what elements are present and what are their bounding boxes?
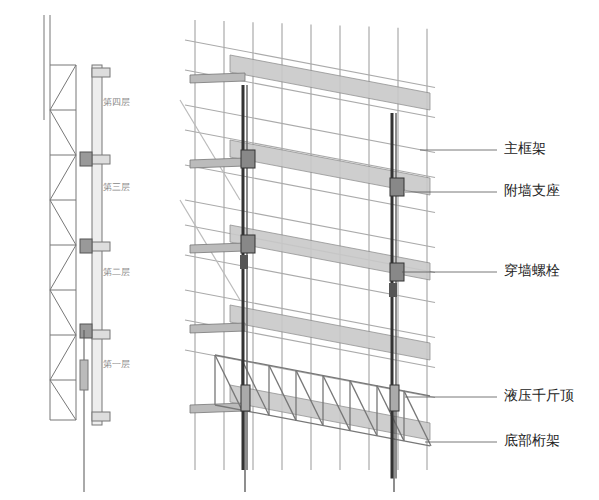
part-label: 主框架	[504, 141, 546, 156]
floor-label: 第二层	[103, 268, 130, 278]
side-elevation	[44, 15, 110, 492]
floor-label: 第一层	[103, 360, 130, 370]
floor-slabs	[190, 55, 430, 440]
floor-label: 第四层	[103, 98, 130, 108]
part-label: 底部桁架	[504, 433, 560, 448]
part-label: 穿墙螺栓	[504, 263, 560, 278]
part-label: 附墙支座	[504, 183, 560, 198]
floor-label: 第三层	[103, 183, 130, 193]
main-frame	[240, 85, 404, 492]
part-label: 液压千斤顶	[504, 388, 574, 403]
leader-lines	[402, 150, 497, 442]
